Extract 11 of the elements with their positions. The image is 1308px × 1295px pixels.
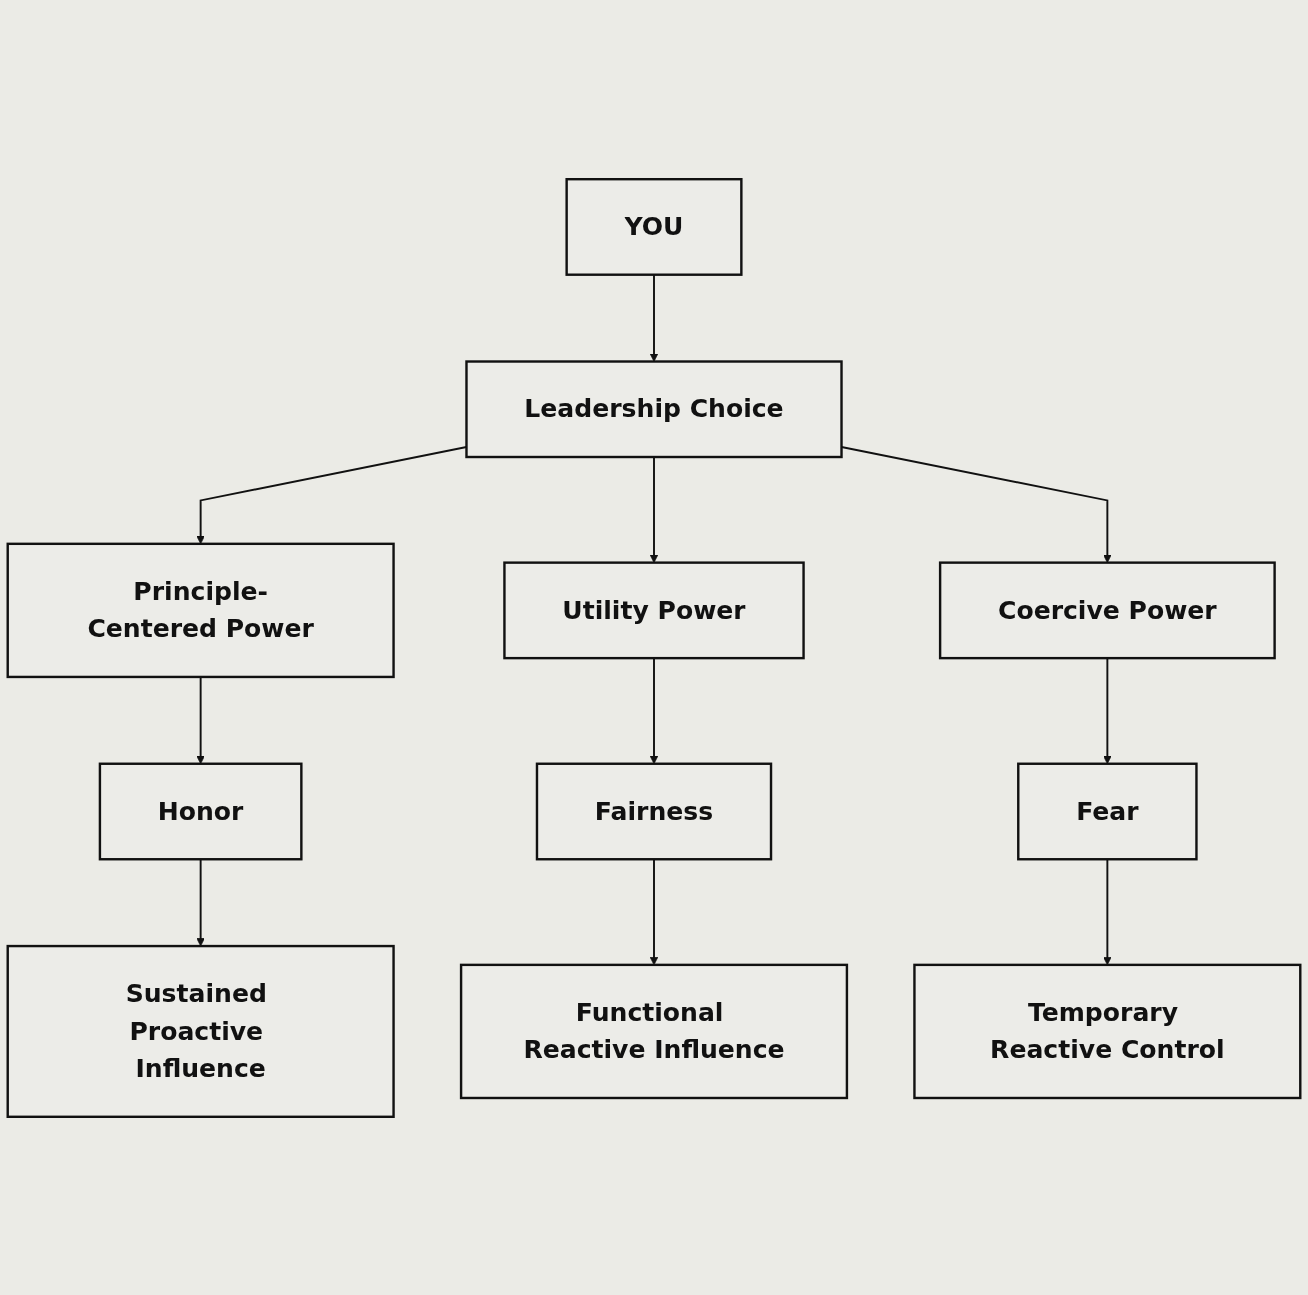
node-box: Functional Reactive Influence bbox=[459, 963, 849, 1099]
node-box: YOU bbox=[565, 177, 743, 276]
node-box: Honor bbox=[98, 762, 303, 860]
node-box: Principle-Centered Power bbox=[6, 542, 395, 678]
node-box: Sustained Proactive Influence bbox=[6, 944, 395, 1118]
node-box: Fear bbox=[1017, 762, 1198, 860]
node-box: Fairness bbox=[535, 762, 773, 860]
node-box: Coercive Power bbox=[938, 560, 1276, 659]
node-box: Utility Power bbox=[503, 560, 805, 659]
node-box: Temporary Reactive Control bbox=[913, 963, 1302, 1099]
node-box: Leadership Choice bbox=[465, 359, 843, 458]
